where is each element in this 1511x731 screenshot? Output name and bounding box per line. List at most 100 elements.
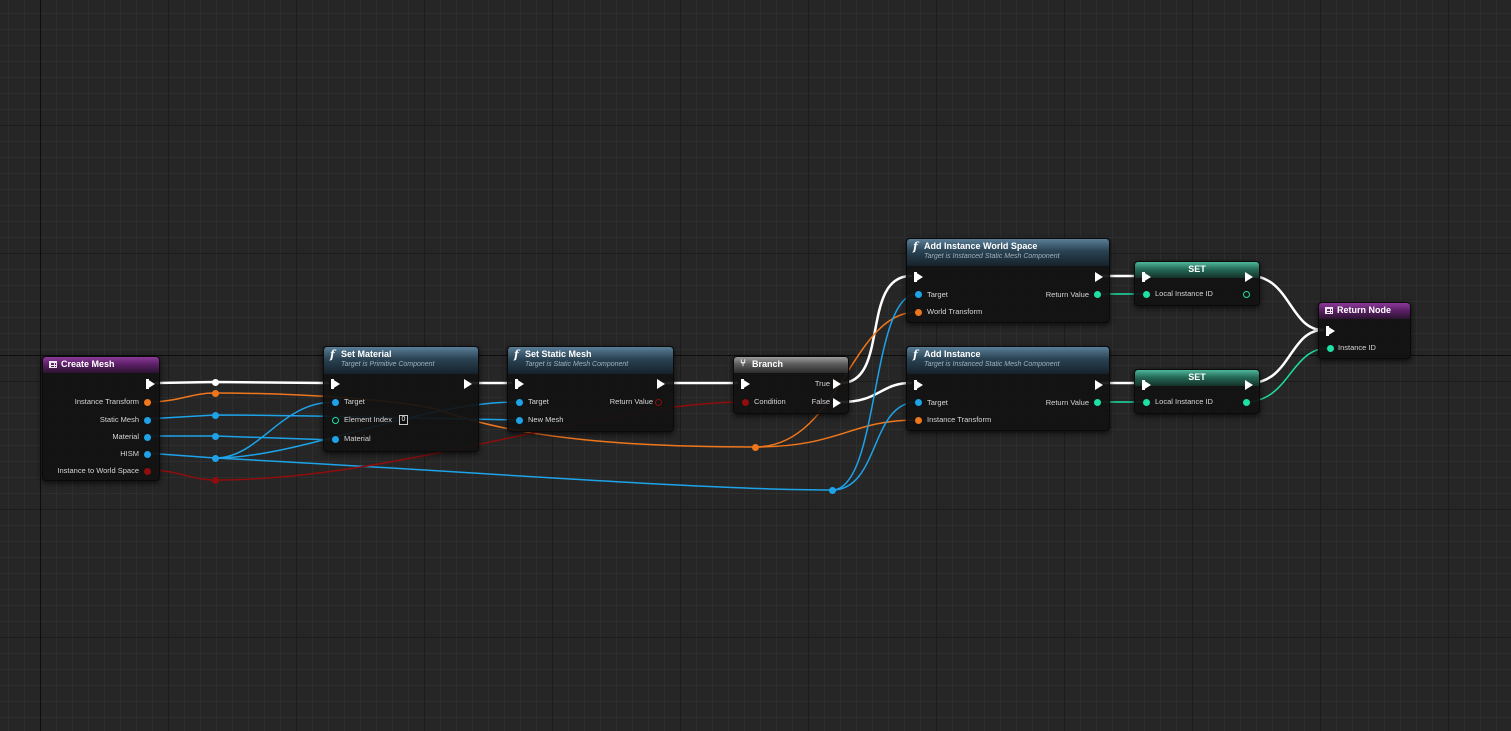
new-mesh-pin[interactable]	[516, 417, 523, 424]
exec-wire-false	[839, 381, 913, 404]
branch-node[interactable]: ⑂ Branch True Condition False	[733, 356, 849, 414]
local-instance-id-in-pin[interactable]	[1143, 291, 1150, 298]
local-instance-id-in-pin[interactable]	[1143, 399, 1150, 406]
exec-in-pin[interactable]	[1142, 272, 1151, 282]
return-node-header: Return Node	[1319, 303, 1410, 319]
exec-out-pin[interactable]	[464, 379, 472, 389]
target-pin[interactable]	[332, 399, 339, 406]
reroute-knot[interactable]	[212, 455, 219, 462]
exec-in-pin[interactable]	[914, 380, 923, 390]
world-transform-label: World Transform	[927, 307, 983, 316]
exec-wire-true	[839, 274, 913, 385]
exec-in-pin[interactable]	[515, 379, 524, 389]
local-instance-id-label: Local Instance ID	[1155, 289, 1213, 298]
target-label: Target	[927, 398, 948, 407]
set-local-instance-id-node-bottom[interactable]: SET Local Instance ID	[1134, 369, 1260, 414]
instance-transform-label: Instance Transform	[927, 415, 992, 424]
exec-out-pin[interactable]	[146, 379, 155, 389]
exec-out-pin[interactable]	[1245, 380, 1253, 390]
exec-in-pin[interactable]	[914, 272, 923, 282]
reroute-knot[interactable]	[212, 433, 219, 440]
target-label: Target	[927, 290, 948, 299]
target-label: Target	[344, 397, 365, 406]
material-wire	[145, 435, 335, 441]
new-mesh-label: New Mesh	[528, 415, 564, 424]
target-label: Target	[528, 397, 549, 406]
set-material-title: Set Material	[341, 349, 392, 359]
function-icon: f	[330, 348, 335, 361]
return-node-title: Return Node	[1337, 305, 1391, 315]
function-result-icon	[1325, 307, 1333, 314]
return-value-pin[interactable]	[655, 399, 662, 406]
instance-to-world-space-pin[interactable]	[144, 468, 151, 475]
element-index-label: Element Index	[344, 415, 392, 424]
graph-origin-horizontal-line	[0, 355, 1511, 356]
local-instance-id-out-pin[interactable]	[1243, 399, 1250, 406]
add-instance-world-space-header: f Add Instance World Space Target is Ins…	[907, 239, 1109, 266]
instance-transform-pin[interactable]	[915, 417, 922, 424]
local-instance-id-label: Local Instance ID	[1155, 397, 1213, 406]
material-label: Material	[112, 432, 139, 441]
reroute-knot[interactable]	[829, 487, 836, 494]
target-pin[interactable]	[915, 291, 922, 298]
material-pin[interactable]	[332, 436, 339, 443]
hism-wire	[214, 293, 918, 491]
instance-transform-pin[interactable]	[144, 399, 151, 406]
return-value-pin[interactable]	[1094, 399, 1101, 406]
exec-out-pin[interactable]	[1245, 272, 1253, 282]
target-pin[interactable]	[915, 399, 922, 406]
local-instance-id-out-pin[interactable]	[1243, 291, 1250, 298]
return-value-label: Return Value	[1045, 398, 1089, 407]
set-title: SET	[1188, 264, 1206, 274]
exec-out-pin[interactable]	[1095, 380, 1103, 390]
return-value-pin[interactable]	[1094, 291, 1101, 298]
element-index-input[interactable]: 0	[399, 415, 408, 425]
static-mesh-pin[interactable]	[144, 417, 151, 424]
return-node[interactable]: Return Node Instance ID	[1318, 302, 1411, 359]
exec-out-pin[interactable]	[1095, 272, 1103, 282]
set-static-mesh-node[interactable]: f Set Static Mesh Target is Static Mesh …	[507, 346, 674, 432]
reroute-knot[interactable]	[212, 412, 219, 419]
material-pin[interactable]	[144, 434, 151, 441]
target-pin[interactable]	[516, 399, 523, 406]
add-instance-node[interactable]: f Add Instance Target is Instanced Stati…	[906, 346, 1110, 431]
return-value-label: Return Value	[1045, 290, 1089, 299]
create-mesh-header: Create Mesh	[43, 357, 159, 373]
set-material-subtitle: Target is Primitive Component	[341, 361, 435, 368]
reroute-knot[interactable]	[212, 379, 219, 386]
add-instance-title: Add Instance	[924, 349, 981, 359]
true-label: True	[814, 379, 830, 388]
set-material-node[interactable]: f Set Material Target is Primitive Compo…	[323, 346, 479, 452]
branch-icon: ⑂	[740, 358, 746, 369]
false-exec-pin[interactable]	[833, 398, 841, 408]
static-mesh-label: Static Mesh	[99, 415, 139, 424]
true-exec-pin[interactable]	[833, 379, 841, 389]
create-mesh-node[interactable]: Create Mesh Instance Transform Static Me…	[42, 356, 160, 481]
exec-in-pin[interactable]	[1142, 380, 1151, 390]
exec-in-pin[interactable]	[1326, 326, 1335, 336]
instance-id-label: Instance ID	[1338, 343, 1376, 352]
function-icon: f	[913, 348, 918, 361]
reroute-knot[interactable]	[752, 444, 759, 451]
set-local-instance-id-node-top[interactable]: SET Local Instance ID	[1134, 261, 1260, 306]
world-transform-pin[interactable]	[915, 309, 922, 316]
exec-in-pin[interactable]	[331, 379, 340, 389]
set-title: SET	[1188, 372, 1206, 382]
function-icon: f	[514, 348, 519, 361]
element-index-pin[interactable]	[332, 417, 339, 424]
hism-label: HISM	[120, 449, 139, 458]
condition-pin[interactable]	[742, 399, 749, 406]
instance-id-pin[interactable]	[1327, 345, 1334, 352]
reroute-knot[interactable]	[212, 477, 219, 484]
hism-pin[interactable]	[144, 451, 151, 458]
exec-in-pin[interactable]	[741, 379, 750, 389]
create-mesh-title: Create Mesh	[61, 359, 115, 369]
add-instance-world-space-node[interactable]: f Add Instance World Space Target is Ins…	[906, 238, 1110, 323]
exec-out-pin[interactable]	[657, 379, 665, 389]
reroute-knot[interactable]	[212, 390, 219, 397]
set-static-mesh-title: Set Static Mesh	[525, 349, 592, 359]
set-material-header: f Set Material Target is Primitive Compo…	[324, 347, 478, 374]
instance-to-world-space-label: Instance to World Space	[57, 466, 139, 475]
condition-label: Condition	[754, 397, 786, 406]
